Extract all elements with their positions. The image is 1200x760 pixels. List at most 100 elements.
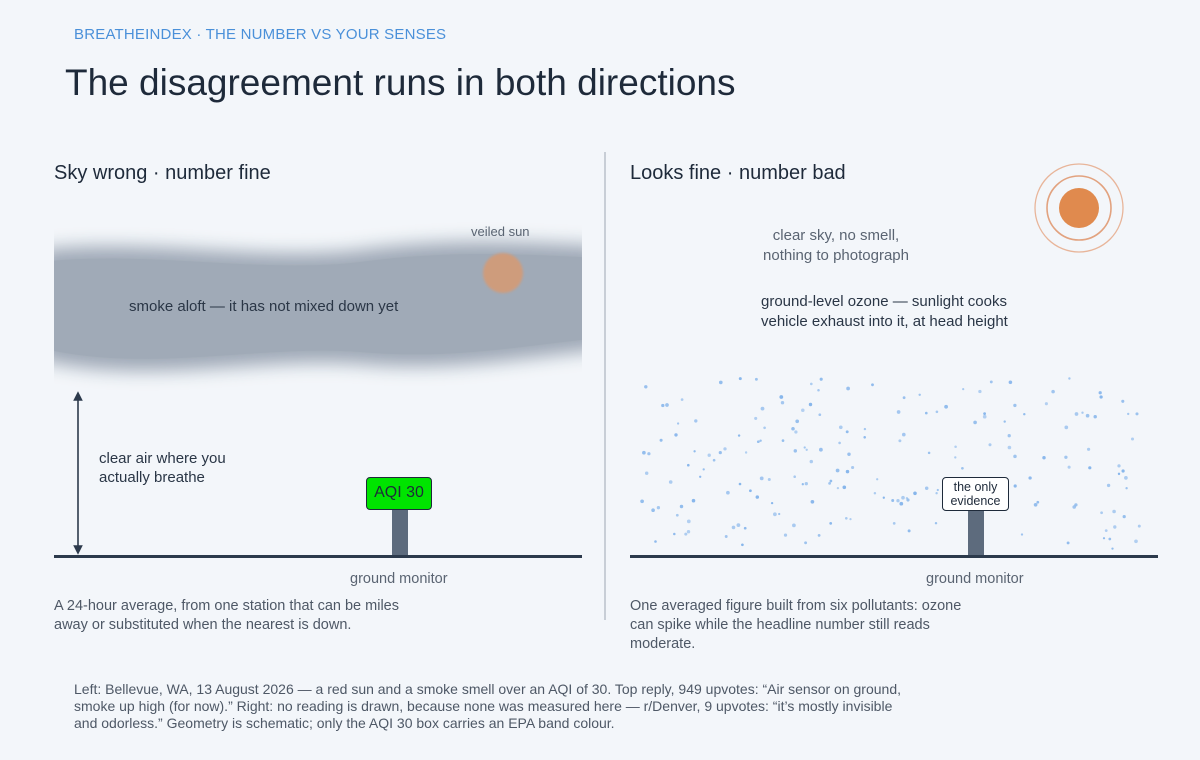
ozone-dot bbox=[803, 446, 806, 449]
ozone-dot bbox=[1013, 484, 1017, 488]
clear-sky-line-2: nothing to photograph bbox=[763, 247, 909, 264]
ozone-dot bbox=[1066, 541, 1070, 545]
ozone-dot bbox=[760, 406, 765, 411]
aqi-box: AQI 30 bbox=[366, 477, 432, 510]
ozone-dot bbox=[1007, 445, 1012, 450]
left-ground-line bbox=[54, 555, 582, 558]
ozone-dot bbox=[779, 395, 784, 399]
ozone-dot bbox=[935, 492, 938, 495]
ozone-dot bbox=[1104, 529, 1108, 532]
ozone-dot bbox=[778, 512, 781, 516]
ozone-dot bbox=[1113, 525, 1117, 529]
ozone-line-2: vehicle exhaust into it, at head height bbox=[761, 313, 1008, 330]
ozone-dot bbox=[1013, 403, 1017, 408]
evidence-line-2: evidence bbox=[950, 494, 1001, 508]
ozone-dot bbox=[691, 498, 696, 503]
left-caption: A 24-hour average, from one station that… bbox=[54, 597, 399, 635]
ozone-dot bbox=[805, 448, 808, 451]
ozone-dot bbox=[944, 404, 948, 409]
ozone-dot bbox=[1072, 505, 1076, 509]
ozone-dot bbox=[810, 499, 815, 504]
ozone-dot bbox=[684, 532, 688, 536]
ozone-dot bbox=[988, 443, 992, 447]
ozone-dot bbox=[876, 478, 879, 481]
ozone-dot bbox=[783, 533, 788, 537]
page-title: The disagreement runs in both directions bbox=[65, 62, 736, 103]
ozone-dot bbox=[754, 377, 758, 381]
ozone-dot bbox=[1134, 539, 1138, 544]
ozone-dot bbox=[901, 432, 906, 437]
ozone-dot bbox=[640, 499, 644, 504]
ozone-dot bbox=[712, 458, 716, 462]
ozone-dot bbox=[723, 447, 727, 451]
ozone-dot bbox=[924, 486, 929, 490]
ozone-dot bbox=[902, 396, 906, 400]
ozone-dot bbox=[849, 518, 852, 521]
ozone-dot bbox=[954, 445, 957, 448]
ozone-dot bbox=[1099, 395, 1103, 399]
ozone-dot bbox=[842, 485, 847, 490]
ozone-dot bbox=[1023, 412, 1026, 416]
ozone-dot bbox=[962, 388, 965, 391]
ozone-dot bbox=[693, 450, 696, 453]
ozone-dot bbox=[817, 533, 821, 537]
ozone-dot bbox=[927, 451, 931, 455]
ozone-dot bbox=[1127, 412, 1130, 416]
right-caption: One averaged figure built from six pollu… bbox=[630, 597, 961, 654]
ozone-dot bbox=[1007, 434, 1011, 438]
ozone-dot bbox=[801, 408, 805, 412]
ozone-dot bbox=[644, 471, 649, 475]
ozone-dot bbox=[838, 441, 841, 445]
right-ground-line bbox=[630, 555, 1158, 558]
ozone-dot bbox=[818, 413, 822, 417]
ozone-dot bbox=[707, 453, 711, 457]
ozone-dot bbox=[1108, 537, 1112, 541]
ozone-dot bbox=[738, 377, 742, 381]
left-monitor-label: ground monitor bbox=[350, 571, 448, 587]
ozone-dot bbox=[755, 495, 760, 499]
ozone-dot bbox=[737, 434, 741, 437]
ozone-dot bbox=[809, 382, 813, 386]
ozone-dot bbox=[954, 456, 957, 459]
ozone-dot bbox=[1130, 437, 1135, 441]
ozone-dot bbox=[801, 483, 804, 486]
ozone-dot bbox=[934, 521, 938, 525]
ozone-dots bbox=[640, 377, 1141, 550]
ozone-dot bbox=[891, 499, 895, 502]
ozone-dot bbox=[838, 425, 843, 430]
ozone-dot bbox=[756, 440, 760, 444]
clear-air-line-2: actually breathe bbox=[99, 469, 205, 486]
right-panel-title: Looks fine · number bad bbox=[630, 162, 846, 184]
ozone-dot bbox=[767, 477, 771, 482]
right-caption-line-1: One averaged figure built from six pollu… bbox=[630, 598, 962, 614]
ozone-dot bbox=[659, 438, 663, 442]
ozone-dot bbox=[795, 419, 800, 424]
ozone-dot bbox=[1064, 455, 1068, 459]
ozone-dot bbox=[1093, 414, 1097, 419]
ozone-dot bbox=[808, 402, 813, 407]
ozone-dot bbox=[763, 426, 766, 430]
footnote: Left: Bellevue, WA, 13 August 2026 — a r… bbox=[74, 681, 901, 731]
ozone-dot bbox=[804, 541, 808, 545]
ozone-dot bbox=[654, 540, 657, 543]
ozone-dot bbox=[738, 482, 742, 486]
ozone-label: ground-level ozone — sunlight cooks vehi… bbox=[761, 292, 1008, 332]
ozone-dot bbox=[665, 403, 669, 407]
ozone-dot bbox=[661, 403, 665, 408]
ozone-dot bbox=[1121, 469, 1125, 473]
ozone-dot bbox=[726, 490, 730, 495]
ozone-dot bbox=[1098, 391, 1102, 395]
clear-sky-line-1: clear sky, no smell, bbox=[772, 227, 900, 244]
ozone-dot bbox=[1067, 465, 1071, 469]
ozone-dot bbox=[871, 383, 874, 387]
ozone-dot bbox=[749, 489, 752, 493]
ozone-dot bbox=[1106, 483, 1111, 488]
ozone-dot bbox=[680, 398, 684, 401]
ozone-dot bbox=[794, 430, 798, 434]
evidence-line-1: the only bbox=[953, 480, 998, 494]
ozone-dot bbox=[773, 512, 777, 517]
ozone-dot bbox=[819, 377, 823, 381]
ozone-dot bbox=[1044, 402, 1048, 406]
ozone-dot bbox=[694, 419, 698, 423]
